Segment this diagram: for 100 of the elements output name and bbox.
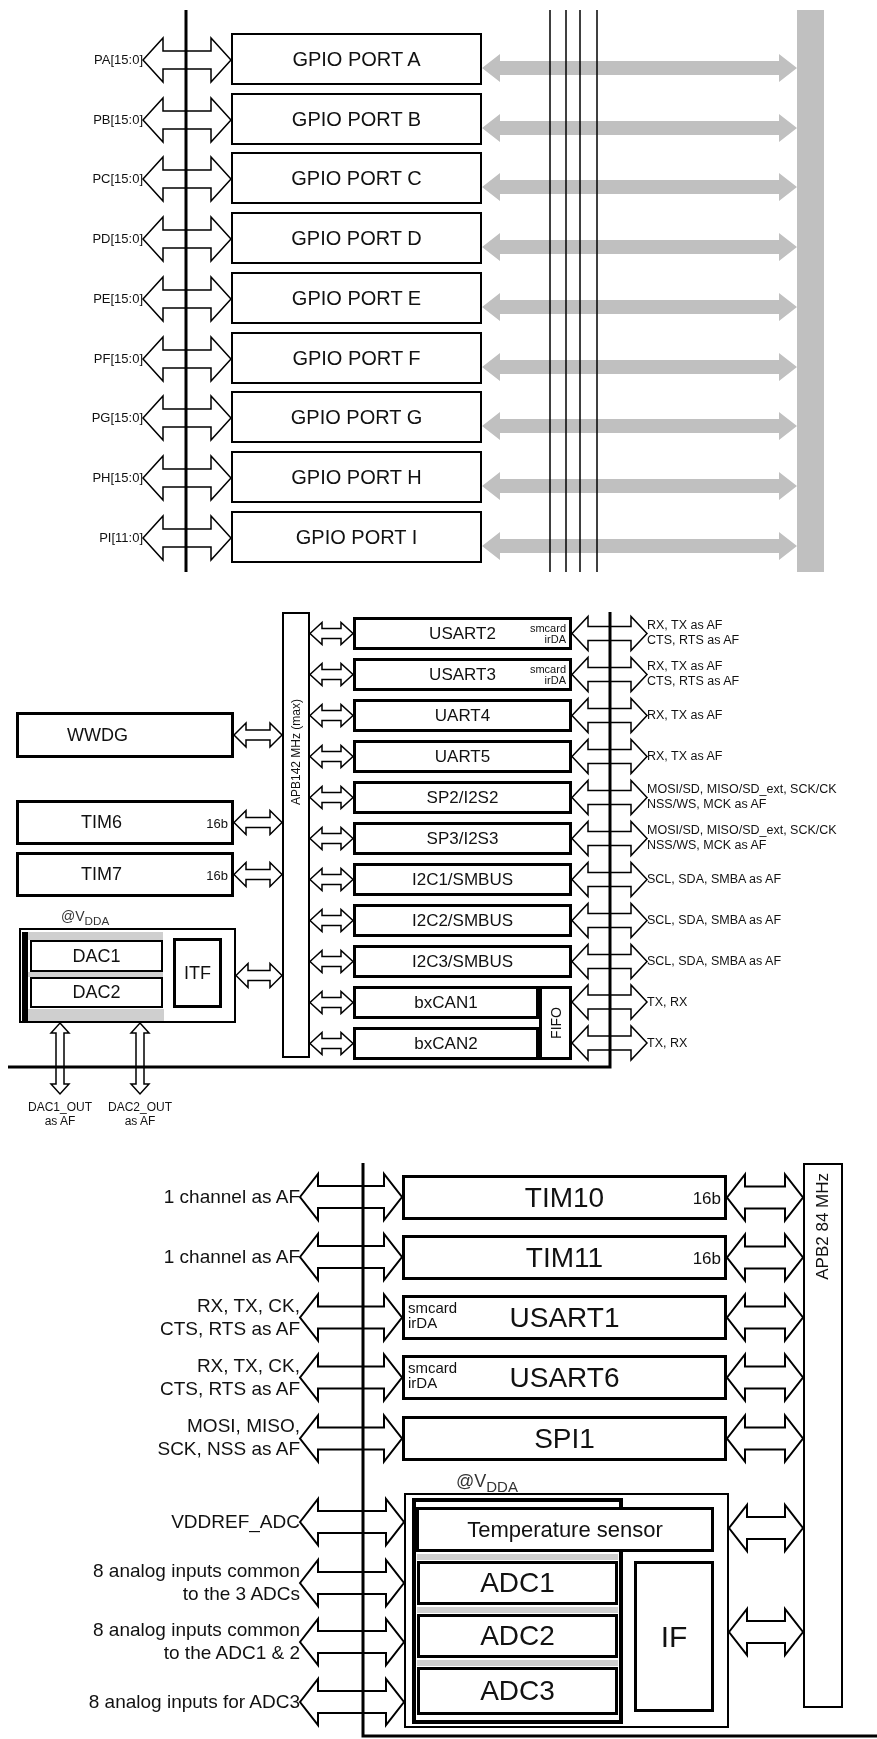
block-label: TIM10	[524, 1181, 605, 1214]
gpio-port-box	[231, 272, 482, 324]
block-label: SPI1	[534, 1422, 595, 1455]
peripheral-block	[402, 1416, 727, 1461]
double-arrow	[232, 808, 284, 837]
block-label: Temperature sensor	[467, 1516, 663, 1543]
double-arrow	[727, 1606, 805, 1658]
double-arrow	[308, 989, 355, 1016]
block-label: GPIO PORT I	[295, 525, 418, 549]
double-arrow	[570, 614, 649, 653]
interface-block	[634, 1561, 714, 1712]
block-label: TIM7	[81, 864, 122, 885]
double-arrow	[482, 173, 797, 201]
double-arrow	[570, 983, 649, 1021]
double-arrow	[308, 825, 355, 852]
timer-block	[16, 852, 234, 897]
mode-note: smcard irDA	[408, 1360, 458, 1390]
interface-block	[173, 938, 222, 1008]
peripheral-block	[353, 986, 539, 1019]
peripheral-block	[353, 658, 572, 691]
double-arrow	[142, 96, 232, 144]
bus-label: APB142 MHz (max)	[289, 699, 303, 806]
pin-label: NSS/WS, MCK as AF	[647, 797, 767, 812]
supply-label: @V$_{DDA}$	[61, 909, 110, 927]
double-arrow	[482, 293, 797, 321]
double-arrow	[49, 1021, 71, 1096]
gpio-port-box	[231, 511, 482, 563]
block-label: ADC2	[480, 1620, 555, 1652]
block-label: SP2/I2S2	[426, 787, 499, 808]
double-arrow	[482, 353, 797, 381]
block-label: GPIO PORT G	[290, 405, 423, 429]
double-arrow	[482, 532, 797, 560]
block-label: GPIO PORT F	[292, 346, 421, 370]
block-label: ITF	[184, 962, 211, 984]
gpio-port-box	[231, 152, 482, 204]
bus-bar	[803, 1163, 843, 1708]
pin-label: TX, RX	[647, 1035, 688, 1051]
peripheral-block	[353, 699, 572, 732]
pin-label: 1 channel as AF	[163, 1185, 300, 1209]
block-label: GPIO PORT E	[291, 286, 422, 310]
pin-label: PB[15:0]	[93, 112, 143, 128]
double-arrow	[725, 1171, 805, 1224]
double-arrow	[308, 743, 355, 770]
pin-label: RX, TX as AF	[647, 707, 723, 723]
block-label: GPIO PORT C	[291, 166, 422, 190]
double-arrow	[308, 866, 355, 893]
double-arrow	[482, 412, 797, 440]
double-arrow	[142, 36, 232, 84]
pin-label: 8 analog inputs common to the ADC1 & 2	[92, 1619, 300, 1665]
pin-label: PE[15:0]	[93, 291, 143, 307]
timer-block	[16, 800, 234, 845]
peripheral-block	[402, 1175, 727, 1220]
adc-block	[417, 1614, 618, 1658]
pin-label: 1 channel as AF	[163, 1245, 300, 1269]
pin-label: 8 analog inputs common to the 3 ADCs	[92, 1560, 300, 1606]
double-arrow	[725, 1291, 805, 1344]
gpio-port-box	[231, 93, 482, 145]
dac-block	[30, 940, 163, 972]
sensor-block	[416, 1507, 714, 1552]
pin-label: 8 analog inputs for ADC3	[88, 1690, 300, 1714]
pin-label: RX, TX as AF	[647, 659, 723, 674]
double-arrow	[129, 1021, 151, 1096]
block-label: SP3/I2S3	[426, 828, 499, 849]
block-label: DAC2	[72, 982, 121, 1003]
block-label: ADC1	[480, 1567, 555, 1599]
double-arrow	[298, 1412, 404, 1465]
double-arrow	[570, 860, 649, 899]
double-arrow	[298, 1496, 406, 1548]
pin-label: RX, TX, CK, CTS, RTS as AF	[158, 1355, 300, 1401]
double-arrow	[727, 1502, 805, 1554]
pin-label: PD[15:0]	[92, 231, 143, 247]
block-label: UART4	[434, 705, 491, 726]
bus-bar	[797, 10, 824, 572]
double-arrow	[570, 942, 649, 981]
double-arrow	[308, 620, 355, 647]
peripheral-block	[353, 945, 572, 978]
pin-label: SCL, SDA, SMBA as AF	[647, 871, 782, 887]
block-label: GPIO PORT H	[291, 465, 422, 489]
double-arrow	[142, 155, 232, 203]
block-label: USART1	[509, 1301, 620, 1334]
pin-label: VDDREF_ADC	[171, 1510, 300, 1534]
bus-label: APB2 84 MHz	[813, 1173, 833, 1280]
double-arrow	[298, 1291, 404, 1344]
block-label: bxCAN1	[414, 992, 478, 1013]
double-arrow	[298, 1231, 404, 1283]
double-arrow	[308, 784, 355, 811]
block-label: I2C2/SMBUS	[411, 910, 514, 931]
block-label: IF	[660, 1619, 688, 1654]
double-arrow	[570, 819, 649, 858]
peripheral-block	[353, 781, 572, 814]
pin-label: PI[11:0]	[99, 530, 143, 546]
peripheral-block	[402, 1235, 727, 1280]
gpio-port-box	[231, 33, 482, 85]
block-label: WWDG	[67, 724, 128, 746]
block-label: USART3	[429, 664, 496, 685]
double-arrow	[725, 1412, 805, 1465]
mode-note: smcard irDA	[408, 1300, 458, 1330]
pin-label: SCL, SDA, SMBA as AF	[647, 912, 782, 928]
double-arrow	[308, 661, 355, 688]
block-label: GPIO PORT D	[291, 226, 422, 250]
